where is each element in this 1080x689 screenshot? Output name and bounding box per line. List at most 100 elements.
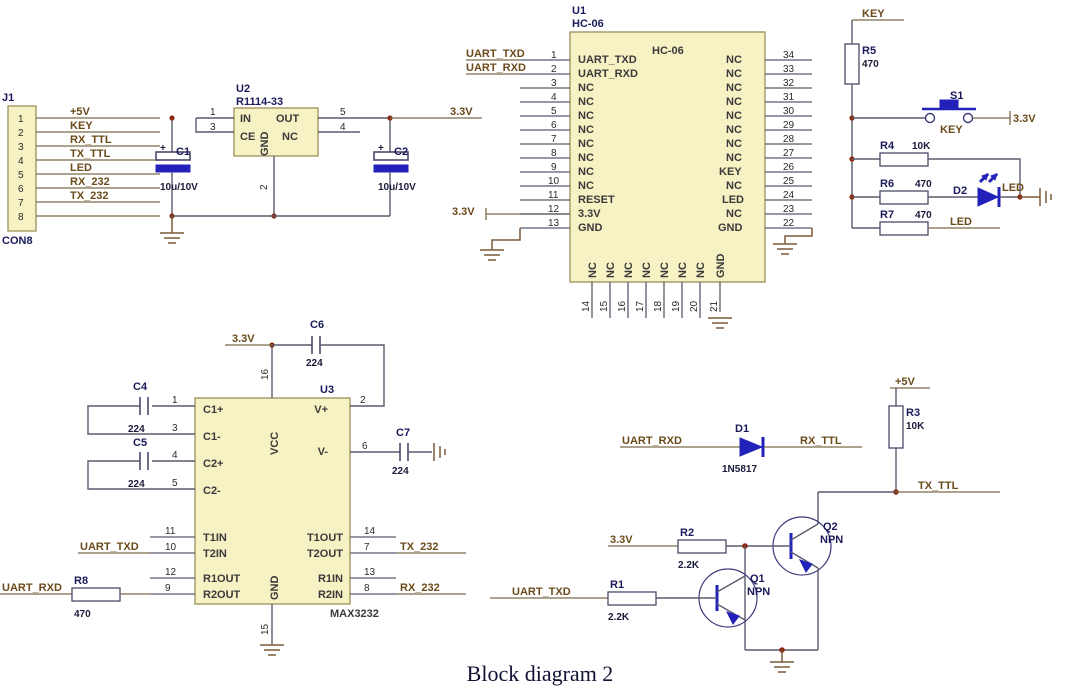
connector-j1: J1 CON8 1 2 3 4 5 6 7 8 +5V KEY RX_TTL T… bbox=[2, 92, 160, 247]
u1-pinnum-4: 4 bbox=[551, 92, 557, 103]
u1-pin-19-name: NC bbox=[677, 262, 689, 278]
c4-value: 224 bbox=[128, 424, 145, 435]
u1-pin-23-name: NC bbox=[726, 208, 742, 220]
u3-pin-t2out: T2OUT bbox=[307, 548, 343, 560]
u3-pin-gnd: GND bbox=[269, 576, 281, 601]
j1-pin-1-num: 1 bbox=[18, 114, 24, 125]
u1-pinnum-22: 22 bbox=[783, 218, 795, 229]
u3-pinnum-7: 7 bbox=[364, 542, 370, 553]
net-label-tx-ttl: TX_TTL bbox=[918, 480, 959, 492]
r3-ref: R3 bbox=[906, 407, 920, 419]
j1-pin-3-num: 3 bbox=[18, 142, 24, 153]
connector-ref: J1 bbox=[2, 92, 14, 104]
u3-pinnum-13: 13 bbox=[364, 567, 376, 578]
u1-pin-28-name: NC bbox=[726, 138, 742, 150]
s1-label: KEY bbox=[940, 124, 963, 136]
r8-value: 470 bbox=[74, 609, 91, 620]
u1-pin-12-name: 3.3V bbox=[578, 208, 601, 220]
u1-pinnum-16: 16 bbox=[617, 300, 628, 312]
net-label-3v3-main: 3.3V bbox=[450, 106, 473, 118]
c6-ref: C6 bbox=[310, 319, 324, 331]
c7-value: 224 bbox=[392, 466, 409, 477]
u1-pin-2-name: UART_RXD bbox=[578, 68, 638, 80]
u1-pinnum-23: 23 bbox=[783, 204, 795, 215]
u1-pinnum-34: 34 bbox=[783, 50, 795, 61]
u1-pin-9-name: NC bbox=[578, 166, 594, 178]
u1-pinnum-8: 8 bbox=[551, 148, 557, 159]
net-label-uart-txd-u3: UART_TXD bbox=[80, 541, 139, 553]
regulator-u2: U2 R1114-33 IN CE OUT NC GND 1 3 5 4 2 bbox=[172, 83, 390, 219]
u3-pin-r2in: R2IN bbox=[318, 589, 343, 601]
u1-pin-32-name: NC bbox=[726, 82, 742, 94]
bluetooth-module-u1: U1 HC-06 HC-06 UART_TXD UART_RXD NC NC N… bbox=[466, 5, 813, 329]
u2-pinnum-4: 4 bbox=[340, 122, 346, 133]
u1-pinnum-26: 26 bbox=[783, 162, 795, 173]
u1-pin-31-name: NC bbox=[726, 96, 742, 108]
u1-pinnum-1: 1 bbox=[551, 50, 557, 61]
u3-pinnum-5: 5 bbox=[172, 478, 178, 489]
u1-pin-33-name: NC bbox=[726, 68, 742, 80]
s1-ref: S1 bbox=[950, 90, 963, 102]
u1-pinnum-17: 17 bbox=[635, 300, 646, 312]
u1-pinnum-7: 7 bbox=[551, 134, 557, 145]
net-label-rx-ttl: RX_TTL bbox=[800, 435, 842, 447]
c5-ref: C5 bbox=[133, 437, 147, 449]
c5-value: 224 bbox=[128, 479, 145, 490]
net-label-uart-rxd-d1: UART_RXD bbox=[622, 435, 682, 447]
u3-pinnum-16: 16 bbox=[260, 368, 271, 380]
u1-pinnum-30: 30 bbox=[783, 106, 795, 117]
r5-value: 470 bbox=[862, 59, 879, 70]
j1-pin-4-num: 4 bbox=[18, 156, 24, 167]
u2-pinnum-5: 5 bbox=[340, 107, 346, 118]
j1-pin-7-num: 7 bbox=[18, 198, 24, 209]
u2-pin-ce: CE bbox=[240, 131, 255, 143]
net-label-3v3-r2: 3.3V bbox=[610, 534, 633, 546]
c2-value: 10u/10V bbox=[378, 182, 416, 193]
u1-pin-27-name: NC bbox=[726, 152, 742, 164]
net-label-uart-rxd-u3: UART_RXD bbox=[2, 582, 62, 594]
j1-net-tx-232: TX_232 bbox=[70, 190, 109, 202]
u1-pin-10-name: NC bbox=[578, 180, 594, 192]
ground-c1 bbox=[160, 216, 184, 244]
u2-pinnum-1: 1 bbox=[210, 107, 216, 118]
u3-pin-r2out: R2OUT bbox=[203, 589, 241, 601]
d1-ref: D1 bbox=[735, 423, 749, 435]
u2-pin-in: IN bbox=[240, 113, 251, 125]
u1-pinnum-2: 2 bbox=[551, 64, 557, 75]
u1-pin-17-name: NC bbox=[641, 262, 653, 278]
u3-pin-r1out: R1OUT bbox=[203, 573, 241, 585]
connector-footprint: CON8 bbox=[2, 235, 33, 247]
u1-pin-11-name: RESET bbox=[578, 194, 615, 206]
u1-pin-1-name: UART_TXD bbox=[578, 54, 637, 66]
c1-ref: C1 bbox=[176, 146, 190, 158]
u1-pinnum-20: 20 bbox=[689, 300, 700, 312]
u1-pin-21-name: GND bbox=[715, 254, 727, 279]
u3-pin-c1p: C1+ bbox=[203, 404, 224, 416]
u1-pinnum-12: 12 bbox=[548, 204, 560, 215]
page-title: Block diagram 2 bbox=[467, 661, 614, 686]
u3-pinnum-2: 2 bbox=[360, 395, 366, 406]
u1-pinnum-19: 19 bbox=[671, 300, 682, 312]
net-label-uart-txd-r1: UART_TXD bbox=[512, 586, 571, 598]
net-label-3v3-hc06: 3.3V bbox=[452, 206, 475, 218]
u1-pin-18-name: NC bbox=[659, 262, 671, 278]
u1-pinnum-3: 3 bbox=[551, 78, 557, 89]
q1-ref: Q1 bbox=[750, 573, 765, 585]
max3232-u3: U3 MAX3232 C1+ C1- C2+ C2- T1IN T2IN R1O… bbox=[0, 319, 466, 656]
capacitor-c1: + C1 10u/10V bbox=[155, 115, 198, 219]
u1-pinnum-15: 15 bbox=[599, 300, 610, 312]
j1-net-rx-ttl: RX_TTL bbox=[70, 134, 112, 146]
u1-pin-25-name: NC bbox=[726, 180, 742, 192]
u3-pinnum-9: 9 bbox=[165, 583, 171, 594]
u1-pinnum-28: 28 bbox=[783, 134, 795, 145]
u1-pinnum-11: 11 bbox=[548, 190, 559, 201]
net-label-5v: +5V bbox=[895, 376, 916, 388]
u3-pinnum-4: 4 bbox=[172, 450, 178, 461]
net-label-key-top: KEY bbox=[862, 8, 885, 20]
c1-polarity: + bbox=[160, 143, 166, 154]
u1-pin-16-name: NC bbox=[623, 262, 635, 278]
j1-net-led: LED bbox=[70, 162, 92, 174]
u3-pinnum-3: 3 bbox=[172, 423, 178, 434]
u1-pin-7-name: NC bbox=[578, 138, 594, 150]
r7-ref: R7 bbox=[880, 209, 894, 221]
